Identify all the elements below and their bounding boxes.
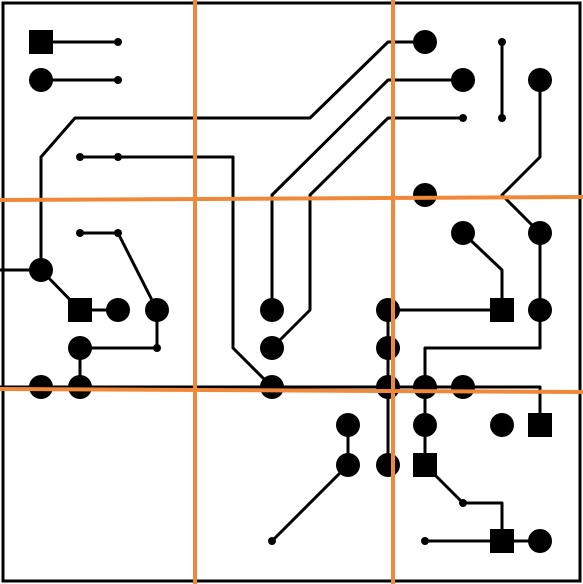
round-pad: [413, 183, 437, 207]
round-pad: [260, 375, 284, 399]
via: [459, 114, 467, 122]
trace: [270, 116, 465, 350]
round-pad: [413, 375, 437, 399]
round-pad: [528, 68, 552, 92]
via: [114, 153, 122, 161]
round-pad: [376, 336, 400, 360]
round-pad: [528, 529, 552, 553]
trace: [78, 155, 274, 389]
round-pad: [413, 413, 437, 437]
square-pad: [490, 298, 514, 322]
via: [498, 114, 506, 122]
via: [153, 344, 161, 352]
via: [421, 537, 429, 545]
trace: [423, 463, 504, 543]
via: [459, 499, 467, 507]
via: [114, 76, 122, 84]
via: [498, 38, 506, 46]
trace: [461, 231, 504, 312]
via: [114, 38, 122, 46]
round-pad: [145, 298, 169, 322]
round-pad: [260, 298, 284, 322]
trace: [0, 268, 120, 312]
grid-line: [0, 387, 583, 394]
via: [114, 229, 122, 237]
via: [76, 153, 84, 161]
round-pad: [451, 221, 475, 245]
round-pad: [68, 375, 92, 399]
trace: [0, 385, 542, 427]
round-pad: [336, 453, 360, 477]
round-pad: [451, 375, 475, 399]
round-pad: [376, 453, 400, 477]
round-pad: [29, 375, 53, 399]
via: [268, 537, 276, 545]
round-pad: [413, 30, 437, 54]
round-pad: [336, 413, 360, 437]
round-pad: [528, 221, 552, 245]
square-pad: [413, 453, 437, 477]
round-pad: [451, 68, 475, 92]
round-pad: [106, 298, 130, 322]
trace: [270, 78, 465, 312]
round-pad: [68, 336, 92, 360]
via: [76, 229, 84, 237]
square-pad: [29, 30, 53, 54]
square-pad: [490, 529, 514, 553]
round-pad: [376, 375, 400, 399]
grid-line: [0, 195, 583, 202]
round-pad: [528, 298, 552, 322]
round-pad: [376, 298, 400, 322]
square-pad: [528, 413, 552, 437]
round-pad: [490, 413, 514, 437]
square-pad: [68, 298, 92, 322]
round-pad: [29, 68, 53, 92]
round-pad: [260, 336, 284, 360]
round-pad: [29, 258, 53, 282]
